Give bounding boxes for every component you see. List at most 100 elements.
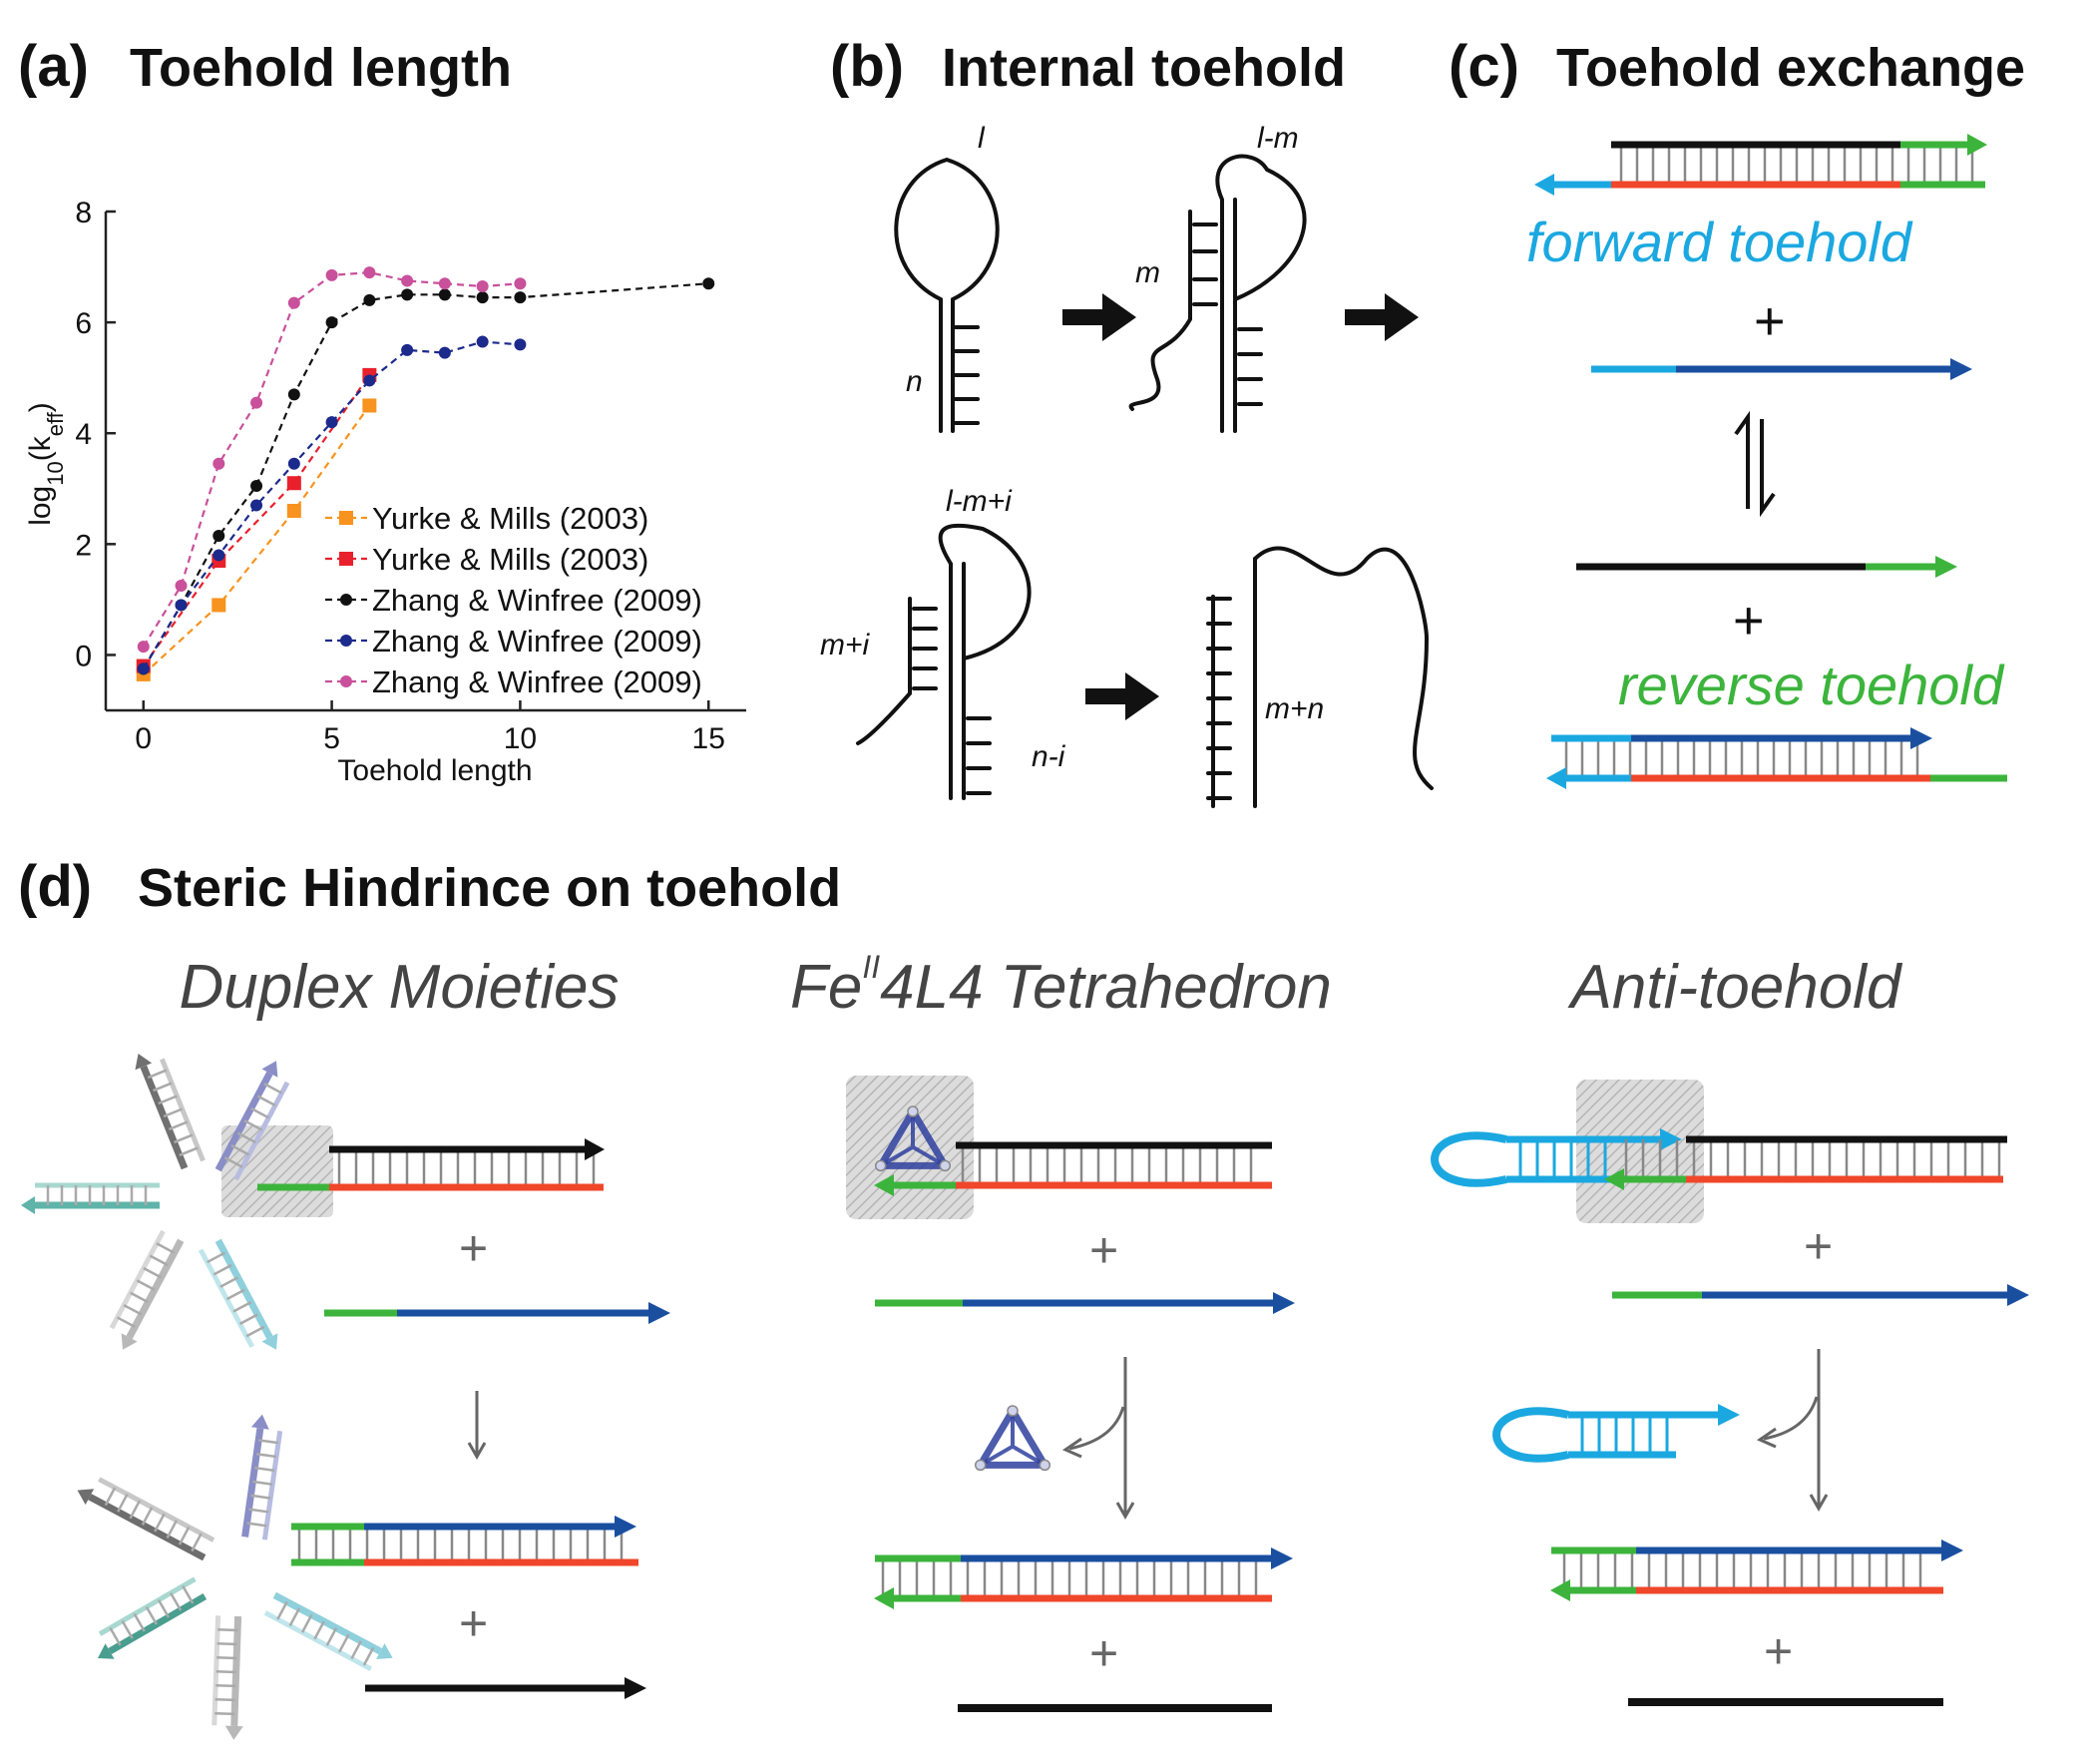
panel-d-letter: (d): [18, 854, 92, 919]
data-point: [250, 480, 263, 492]
y-tick-label: 6: [75, 307, 92, 340]
data-point: [175, 580, 188, 592]
series-line: [143, 404, 371, 675]
x-axis-ticks: 0 5 10 15: [135, 700, 725, 755]
data-point: [286, 504, 301, 518]
data-point: [325, 316, 338, 329]
plus-d3a: +: [1804, 1218, 1833, 1274]
plus-d2a: +: [1089, 1222, 1118, 1278]
data-point: [287, 388, 300, 401]
plus-d3b: +: [1764, 1623, 1793, 1679]
label-n: n: [906, 365, 923, 398]
hairpin-3: [856, 523, 1032, 800]
data-point: [362, 398, 377, 413]
duplex-c2: [1546, 727, 2007, 789]
invader-d2: [875, 1292, 1295, 1314]
incumbent-strand: [1576, 556, 1957, 578]
panel-a-letter: (a): [18, 34, 89, 99]
panel-c: (c) Toehold exchange forward toehold +: [1449, 34, 2025, 789]
data-point: [363, 266, 376, 279]
equilibrium-arrows: [1734, 410, 1776, 518]
plus-c2: +: [1733, 591, 1765, 651]
chart-series: [136, 266, 715, 681]
data-point: [401, 288, 414, 301]
star-duplex-top: [21, 1053, 290, 1350]
data-point: [476, 291, 489, 304]
data-point: [514, 277, 527, 290]
data-point: [363, 374, 376, 387]
arrow-b3: [1085, 672, 1159, 720]
tetrahedron-column: + +: [846, 1076, 1295, 1712]
panel-b-title: Internal toehold: [942, 38, 1346, 98]
legend-item: Yurke & Mills (2003): [325, 542, 648, 577]
plus-c1: +: [1754, 291, 1786, 351]
label-l-m-i: l-m+i: [946, 485, 1013, 518]
y-tick-label: 2: [75, 529, 92, 562]
series-3: [137, 335, 527, 675]
legend-label: Yurke & Mills (2003): [372, 501, 648, 536]
label-l: l: [978, 122, 986, 155]
reverse-toehold-label: reverse toehold: [1618, 654, 2005, 716]
tetrahedron-icon: [874, 1105, 952, 1172]
anti-toehold-hairpin: [1431, 1128, 1682, 1187]
product-duplex-d1: [291, 1516, 638, 1566]
invader-d3: [1612, 1284, 2029, 1306]
x-tick-label: 15: [692, 722, 725, 755]
data-point: [438, 288, 451, 301]
toehold-duplex-d2: [874, 1141, 1272, 1196]
label-n-i: n-i: [1032, 740, 1066, 773]
star-duplex-bottom: [77, 1414, 393, 1740]
hindrance-region: [221, 1125, 333, 1217]
data-point: [325, 416, 338, 429]
subtitle-duplex-moieties: Duplex Moieties: [179, 953, 619, 1022]
data-point: [325, 268, 338, 281]
released-tetrahedron-icon: [974, 1405, 1051, 1472]
data-point: [363, 293, 376, 306]
data-point: [401, 343, 414, 356]
hairpin-4: [1206, 546, 1434, 808]
subtitle-tetrahedron: FeII4L4 Tetrahedron: [790, 949, 1332, 1022]
plus-d1b: +: [459, 1595, 488, 1651]
data-point: [401, 274, 414, 287]
arrow-b1: [1062, 293, 1136, 341]
data-point: [287, 457, 300, 470]
x-tick-label: 10: [504, 722, 537, 755]
invader-d1: [324, 1302, 670, 1324]
anti-toehold-column: + +: [1431, 1080, 2029, 1706]
chart-legend: Yurke & Mills (2003) Yurke & Mills (2003)…: [325, 501, 702, 699]
legend-item: Yurke & Mills (2003): [325, 501, 648, 536]
data-point: [514, 291, 527, 304]
label-m: m: [1135, 256, 1160, 289]
duplex-c1: [1534, 134, 1987, 196]
product-duplex-d2: [874, 1547, 1293, 1609]
subtitle-anti-toehold: Anti-toehold: [1567, 953, 1903, 1022]
legend-label: Yurke & Mills (2003): [372, 542, 648, 577]
release-arrow-d2: [1061, 1357, 1135, 1521]
legend-label: Zhang & Winfree (2009): [372, 583, 702, 618]
data-point: [476, 335, 489, 348]
x-tick-label: 5: [323, 722, 340, 755]
legend-item: Zhang & Winfree (2009): [325, 624, 702, 659]
invader-strand: [1591, 358, 1972, 380]
label-m-i: m+i: [820, 629, 871, 662]
x-tick-label: 0: [135, 722, 152, 755]
data-point: [514, 338, 527, 351]
duplex-moieties-column: + +: [21, 1053, 670, 1740]
series-line: [142, 374, 371, 667]
label-m-n: m+n: [1265, 692, 1324, 725]
data-point: [137, 641, 150, 654]
product-duplex-d3: [1550, 1540, 1963, 1601]
series-4: [137, 266, 527, 654]
released-anti-toehold-hairpin: [1492, 1404, 1740, 1463]
data-point: [137, 662, 150, 675]
label-l-m: l-m: [1257, 122, 1299, 155]
legend-item: Zhang & Winfree (2009): [325, 583, 702, 618]
y-tick-label: 8: [75, 197, 92, 229]
plus-d1a: +: [459, 1220, 488, 1276]
data-point: [287, 296, 300, 309]
data-point: [212, 457, 225, 470]
